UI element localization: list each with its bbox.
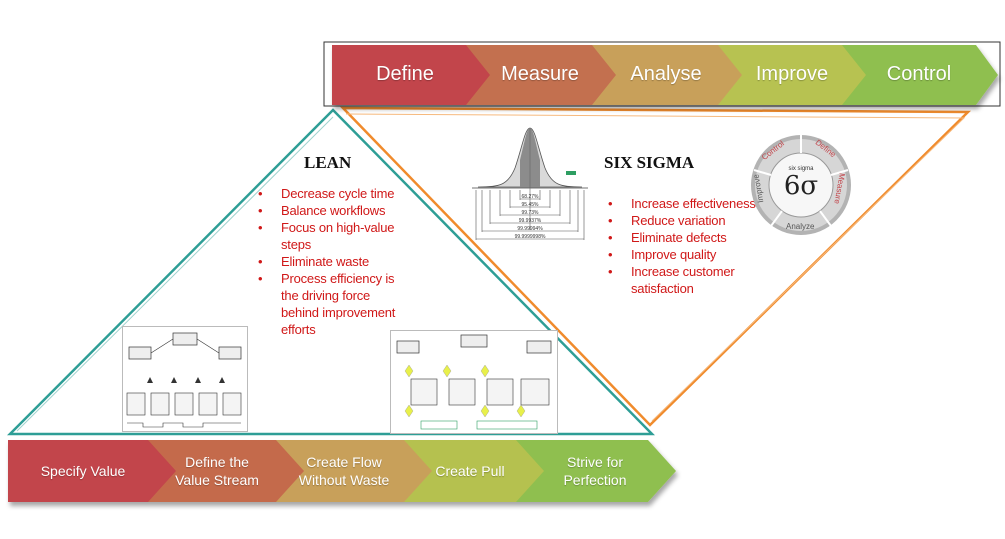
top-chevrons [332, 45, 998, 105]
six-sigma-bullet: Increase effectiveness [606, 195, 756, 212]
phase-analyse-label: Analyse [630, 62, 702, 85]
lean-bullet: Balance workflows [256, 202, 406, 219]
step-specify-value-label: Specify Value [40, 463, 126, 479]
value-stream-map-thumbnail-right [390, 330, 558, 434]
step-define-value-stream-label: Define the Value Stream [175, 454, 259, 488]
bell-label-2: 95.45% [521, 202, 539, 208]
step-create-flow-label: Create Flow Without Waste [298, 454, 390, 488]
bell-label-3: 99.73% [521, 210, 539, 216]
six-sigma-title: SIX SIGMA [604, 153, 695, 172]
chevron-measure [458, 45, 616, 105]
lean-bullet-list: Decrease cycle time Balance workflows Fo… [256, 185, 406, 338]
chevron-specify-value [8, 440, 176, 502]
bottom-chevrons [8, 440, 676, 502]
lean-bullet: Process efficiency is the driving force … [256, 270, 406, 338]
chevron-define-value-stream [140, 440, 304, 502]
value-stream-map-thumbnail-left [122, 326, 248, 432]
lean-triangle [6, 108, 655, 436]
chevron-strive-for-perfection [510, 440, 676, 502]
six-sigma-bullet: Increase customer satisfaction [606, 263, 756, 297]
bell-label-4: 99.9937% [518, 218, 542, 224]
lean-title: LEAN [304, 153, 352, 172]
chevron-create-flow [268, 440, 432, 502]
lean-bullet: Eliminate waste [256, 253, 406, 270]
bell-curve-figure [472, 127, 588, 240]
step-strive-for-perfection-label: Strive for Perfection [563, 454, 627, 488]
six-sigma-caption: six sigma [788, 166, 814, 172]
six-sigma-bullet: Improve quality [606, 246, 756, 263]
six-sigma-cycle-logo: Control Define Measure Analyze Improve s… [746, 130, 856, 240]
chevron-improve [710, 45, 866, 105]
chevron-control [838, 45, 998, 105]
phase-improve-label: Improve [755, 62, 829, 85]
bell-label-1: 68.27% [521, 194, 539, 200]
chevron-analyse [584, 45, 742, 105]
step-create-pull-label: Create Pull [435, 463, 505, 479]
top-phase-frame [323, 41, 1001, 107]
cycle-label-analyze: Analyze [786, 222, 815, 231]
six-sigma-bullet-list: Increase effectiveness Reduce variation … [606, 195, 756, 297]
chevron-define [332, 45, 490, 105]
six-sigma-symbol: 6σ [783, 171, 819, 201]
lean-bullet: Decrease cycle time [256, 185, 406, 202]
six-sigma-bullet: Eliminate defects [606, 229, 756, 246]
bell-label-5: 99.99994% [517, 226, 543, 232]
six-sigma-bullet: Reduce variation [606, 212, 756, 229]
phase-control-label: Control [886, 62, 952, 85]
six-sigma-triangle [340, 106, 972, 427]
phase-measure-label: Measure [501, 62, 579, 85]
phase-define-label: Define [376, 62, 434, 85]
bell-label-6: 99.9999998% [514, 234, 546, 240]
lean-bullet: Focus on high-value steps [256, 219, 406, 253]
chevron-create-pull [396, 440, 544, 502]
